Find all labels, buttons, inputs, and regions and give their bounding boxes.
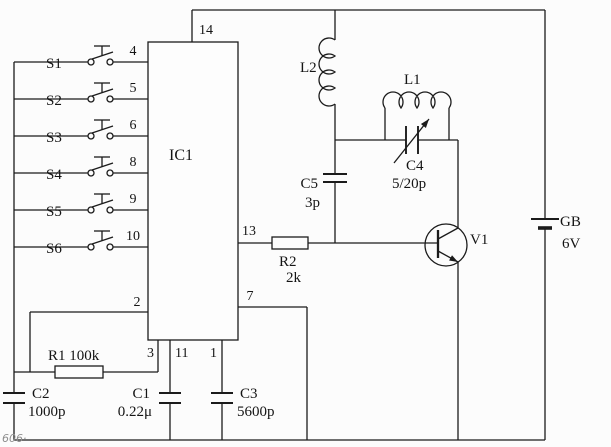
ic1-chip: IC1 14: [147, 10, 239, 341]
c1-ref-label: C1: [132, 386, 150, 402]
switch-row-s1: S1 4: [14, 44, 148, 72]
supply-rails: [13, 9, 546, 441]
r1-resistor-network: 2 R1 100k 3: [14, 295, 159, 379]
c2-value-label: 1000p: [28, 404, 66, 420]
r2-ref-label: R2: [279, 254, 297, 270]
c2-capacitor: C2 1000p: [3, 386, 66, 420]
ic-pin-5-label: 5: [130, 81, 137, 96]
switch-row-s6: S6 10: [14, 229, 148, 257]
switch-row-s3: S3 6: [14, 118, 148, 146]
pin7-lead: 7: [238, 289, 308, 440]
switch-row-s5: S5 9: [14, 192, 148, 220]
switch-s6-label: S6: [46, 241, 62, 257]
r2-value-label: 2k: [286, 270, 302, 286]
v1-ref-label: V1: [470, 232, 488, 248]
v1-transistor: V1: [424, 140, 488, 440]
switch-row-s2: S2 5: [14, 81, 148, 109]
c3-value-label: 5600p: [237, 404, 275, 420]
c4-value-label: 5/20p: [392, 176, 426, 192]
switch-s2-label: S2: [46, 93, 62, 109]
c5-capacitor: C5 3p: [300, 173, 347, 243]
switch-s5-label: S5: [46, 204, 62, 220]
ic-pin-1-label: 1: [210, 346, 217, 361]
gb-value-label: 6V: [562, 236, 581, 252]
r2-resistor: 13 R2 2k: [238, 224, 438, 286]
c2-ref-label: C2: [32, 386, 50, 402]
gb-battery: GB 6V: [531, 214, 581, 252]
gb-ref-label: GB: [560, 214, 581, 230]
c4-ref-label: C4: [406, 158, 424, 174]
c3-capacitor: 1 C3 5600p: [210, 340, 275, 440]
ic1-ref-label: IC1: [169, 147, 193, 164]
ic-pin-7-label: 7: [247, 289, 254, 304]
ic-pin-2-label: 2: [134, 295, 141, 310]
l1-inductor: L1: [382, 72, 452, 140]
l1-ref-label: L1: [404, 72, 421, 88]
ic-pin-3-label: 3: [147, 346, 154, 361]
switch-row-s4: S4 8: [14, 155, 148, 183]
ic-pin-8-label: 8: [130, 155, 137, 170]
c4-variable-capacitor: C4 5/20p: [392, 118, 430, 192]
switch-s1-label: S1: [46, 56, 62, 72]
c1-capacitor: 11 C1 0.22μ: [118, 340, 188, 440]
ic-pin-10-label: 10: [126, 229, 140, 244]
ic-pin-6-label: 6: [130, 118, 137, 133]
l2-ref-label: L2: [300, 60, 317, 76]
tank-circuit: C4 5/20p L1: [335, 72, 458, 192]
r1-label: R1 100k: [48, 348, 100, 364]
ic-pin-13-label: 13: [242, 224, 256, 239]
switch-s3-label: S3: [46, 130, 62, 146]
c5-value-label: 3p: [305, 195, 320, 211]
l2-inductor: L2: [300, 10, 337, 174]
c1-value-label: 0.22μ: [118, 404, 152, 420]
ic-pin-9-label: 9: [130, 192, 137, 207]
c3-ref-label: C3: [240, 386, 258, 402]
switch-s4-label: S4: [46, 167, 62, 183]
c5-ref-label: C5: [300, 176, 318, 192]
ic-pin-14-label: 14: [199, 23, 213, 38]
ic-pin-4-label: 4: [130, 44, 137, 59]
watermark-text: 606·: [2, 432, 27, 445]
ic-pin-11-label: 11: [175, 346, 188, 361]
